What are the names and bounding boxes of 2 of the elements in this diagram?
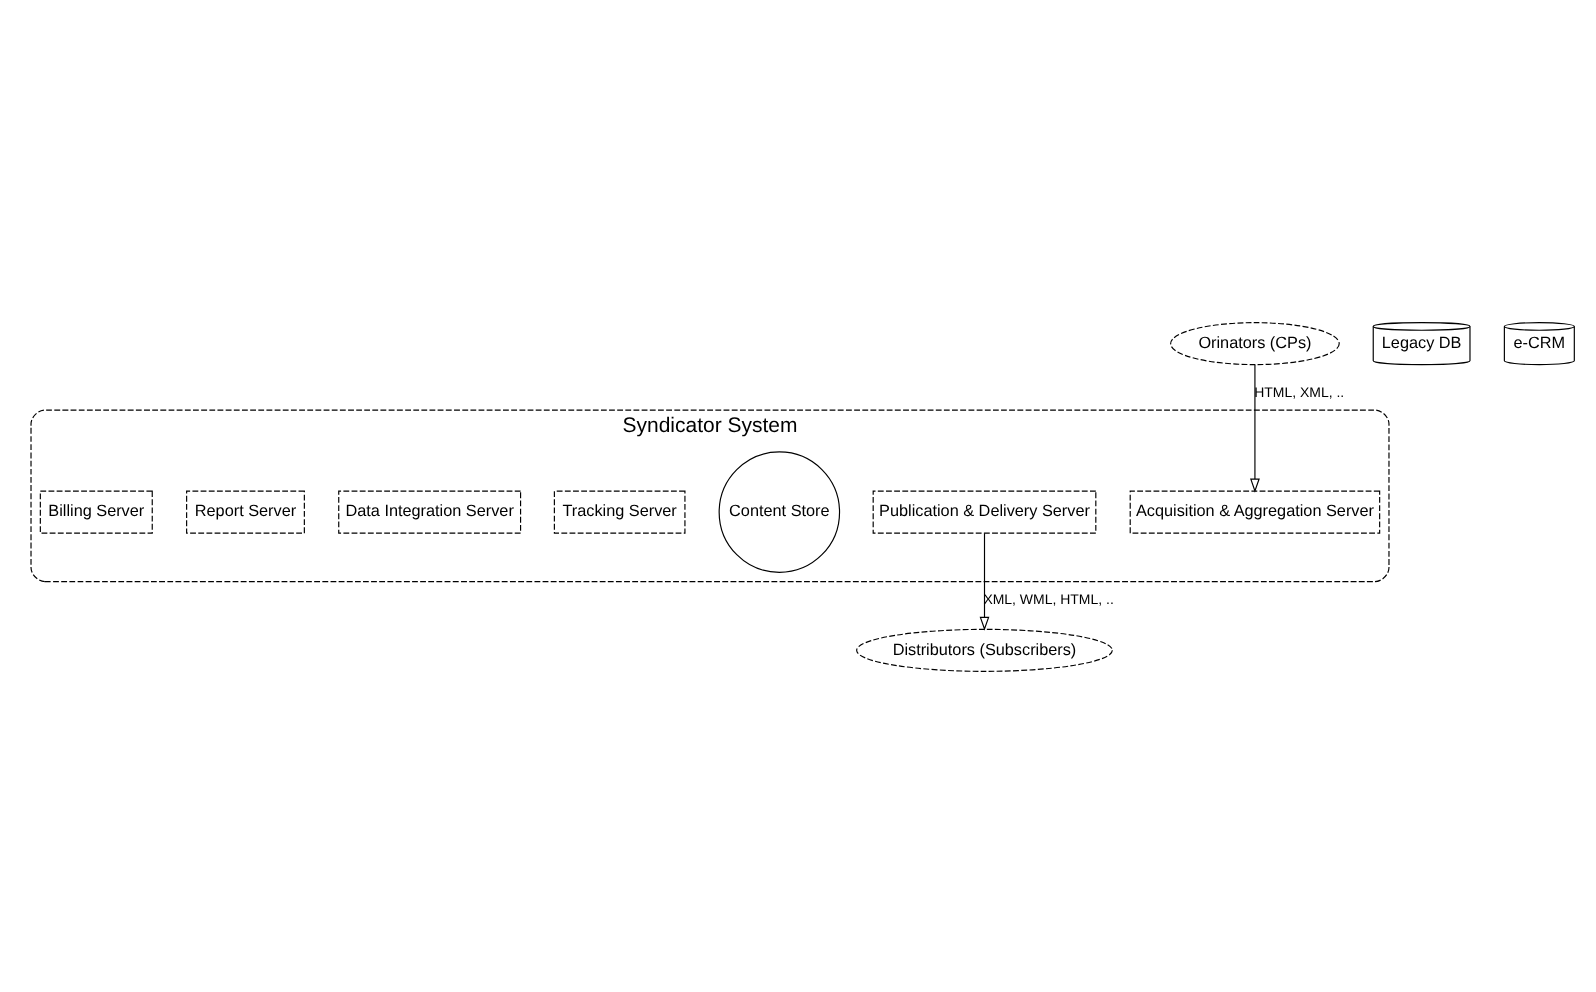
arrow bbox=[979, 531, 990, 630]
arrow bbox=[1250, 363, 1260, 492]
